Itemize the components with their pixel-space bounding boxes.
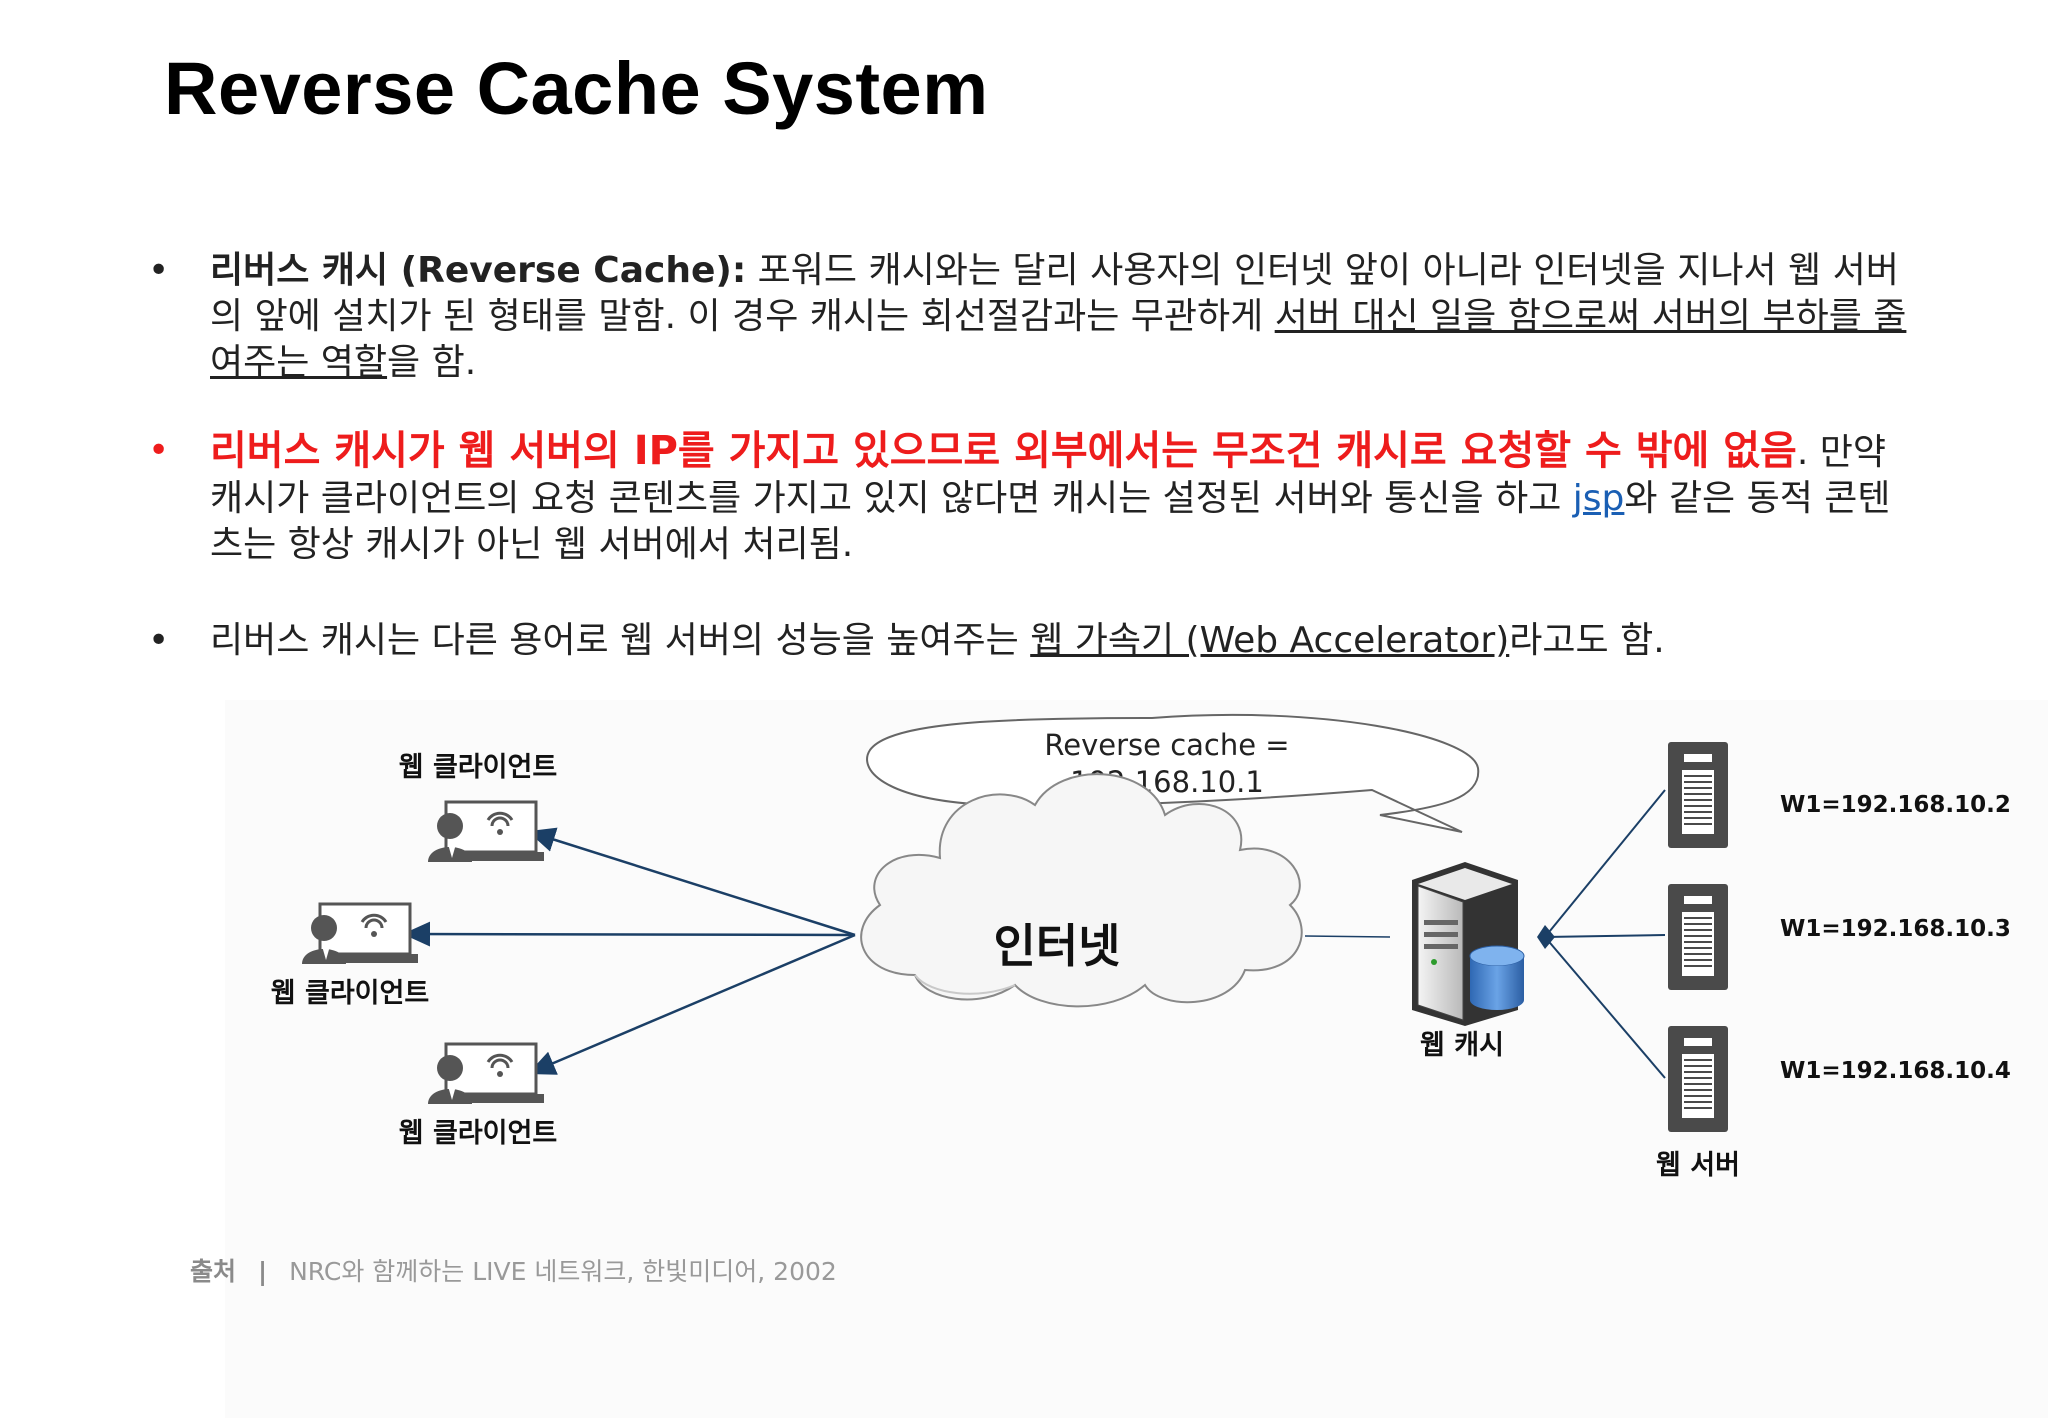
bullet-text-end: 라고도 함.	[1509, 620, 1665, 661]
web-server-icon-3	[1668, 1026, 1728, 1132]
bullet-reverse-cache: • 리버스 캐시 (Reverse Cache): 포워드 캐시와는 달리 사용…	[148, 248, 1908, 386]
link-hub	[1537, 925, 1555, 949]
highlight-red-text: 리버스 캐시가 웹 서버의 IP를 가지고 있으므로 외부에서는 무조건 캐시로…	[210, 428, 1797, 474]
page-title: Reverse Cache System	[164, 47, 989, 130]
client-icon-3	[428, 1042, 544, 1104]
underlined-text: 웹 가속기 (Web Accelerator)	[1030, 620, 1510, 661]
arrow-to-client-3	[527, 933, 856, 1075]
web-cache-icon	[1412, 862, 1525, 1026]
client-icon-1	[428, 800, 544, 862]
internet-label: 인터넷	[994, 919, 1121, 973]
arrow-to-client-2	[402, 921, 856, 947]
link-to-server-2	[1544, 934, 1666, 938]
source-text: NRC와 함께하는 LIVE 네트워크, 한빛미디어, 2002	[289, 1257, 837, 1286]
bullet-dot: •	[148, 430, 170, 471]
internet-cloud: 인터넷	[860, 773, 1303, 1008]
bullet-text: . 만약 캐시가 클라이언트의 요청 콘텐츠를 가지고 있지 않다면 캐시는 설…	[210, 432, 1886, 519]
server-ip-1: W1=192.168.10.2	[1780, 792, 2011, 818]
web-server-icon-2	[1668, 884, 1728, 990]
client-label-2: 웹 클라이언트	[271, 978, 429, 1009]
bullet-dot: •	[148, 250, 170, 291]
bullet-dot: •	[148, 620, 170, 661]
web-cache-label: 웹 캐시	[1420, 1030, 1504, 1061]
server-ip-3: W1=192.168.10.4	[1780, 1058, 2011, 1084]
bullet-web-accelerator: • 리버스 캐시는 다른 용어로 웹 서버의 성능을 높여주는 웹 가속기 (W…	[148, 618, 1908, 664]
source-citation: 출처 | NRC와 함께하는 LIVE 네트워크, 한빛미디어, 2002	[190, 1252, 837, 1288]
link-to-server-1	[1544, 789, 1666, 938]
source-label: 출처	[190, 1257, 237, 1286]
bullet-text: 포워드 캐시와는 달리 사용자의 인터넷 앞이 아니라 인터넷을 지나서 웹 서…	[210, 250, 1899, 337]
bullet-text-end: 와 같은 동적 콘텐츠는 항상 캐시가 아닌 웹 서버에서 처리됨.	[210, 478, 1891, 565]
client-icon-2	[302, 902, 418, 964]
bullet-text-end: 을 함.	[387, 342, 477, 383]
arrow-to-client-1	[527, 827, 856, 937]
bullet-text: 리버스 캐시는 다른 용어로 웹 서버의 성능을 높여주는	[210, 620, 1031, 661]
server-ip-2: W1=192.168.10.3	[1780, 916, 2011, 942]
client-label-1: 웹 클라이언트	[399, 752, 557, 783]
web-server-label: 웹 서버	[1656, 1150, 1740, 1181]
cloud-cache-link	[1304, 935, 1391, 938]
client-label-3: 웹 클라이언트	[399, 1118, 557, 1149]
term-reverse-cache: 리버스 캐시 (Reverse Cache):	[210, 250, 747, 291]
callout-line1: Reverse cache =	[1044, 728, 1289, 762]
jsp-link[interactable]: jsp	[1572, 478, 1625, 519]
web-server-icon-1	[1668, 742, 1728, 848]
underlined-text: 서버 대신 일을 함으로써 서버의 부하를 줄여주는 역할	[210, 296, 1907, 383]
bullet-ip-request: • 리버스 캐시가 웹 서버의 IP를 가지고 있으므로 외부에서는 무조건 캐…	[148, 428, 1908, 568]
link-to-server-3	[1544, 936, 1666, 1079]
source-separator: |	[257, 1257, 268, 1286]
